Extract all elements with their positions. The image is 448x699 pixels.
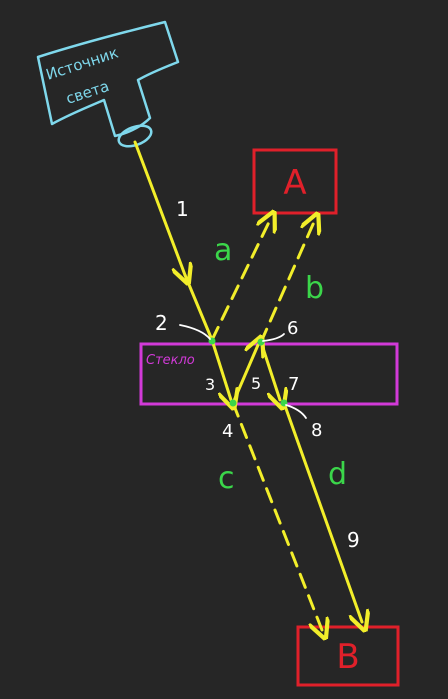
light-source-outline	[36, 20, 180, 138]
ray-label-b: b	[305, 271, 324, 306]
number-2: 2	[155, 311, 168, 335]
solid-rays	[133, 140, 362, 622]
ray-1-incident-upper	[133, 140, 185, 275]
box-a: A	[252, 148, 338, 215]
ray-7-internal-down	[259, 340, 280, 400]
number-7: 7	[288, 374, 299, 395]
ray-labels: a b c d	[214, 233, 347, 496]
number-9: 9	[347, 528, 360, 552]
leader-8	[285, 404, 307, 419]
number-labels: 1 2 3 4 5 6 7 8 9	[155, 197, 360, 552]
glass-label: Стекло	[146, 353, 195, 368]
ray-label-d: d	[328, 457, 347, 492]
number-6: 6	[287, 318, 298, 339]
leader-lines	[179, 324, 307, 419]
point-4	[229, 399, 237, 407]
glass-plate: Стекло	[139, 342, 399, 406]
number-3: 3	[205, 375, 215, 394]
ray-1-incident-lower	[183, 273, 214, 342]
box-b: B	[296, 625, 400, 687]
ray-label-a: a	[214, 233, 232, 268]
number-8: 8	[311, 420, 322, 441]
ray-b-dashed	[259, 222, 314, 344]
light-source-lens	[117, 124, 153, 148]
leader-2	[179, 324, 211, 340]
number-4: 4	[222, 421, 233, 442]
leader-6	[262, 333, 285, 342]
ray-9-exit	[282, 401, 362, 622]
box-a-label: A	[283, 163, 306, 203]
ray-c-dashed	[231, 401, 322, 630]
ray-5-internal-up	[231, 345, 258, 405]
number-1: 1	[176, 197, 189, 221]
light-source: Источник света	[36, 20, 180, 148]
box-b-label: B	[336, 637, 359, 677]
number-5: 5	[251, 374, 261, 393]
ray-3-refracted	[210, 338, 231, 400]
ray-label-c: c	[218, 461, 235, 496]
ray-a-dashed	[210, 220, 270, 342]
light-source-label-line1: Источник	[44, 44, 121, 84]
point-6	[257, 338, 265, 346]
dashed-rays	[210, 220, 322, 630]
points	[208, 337, 288, 407]
